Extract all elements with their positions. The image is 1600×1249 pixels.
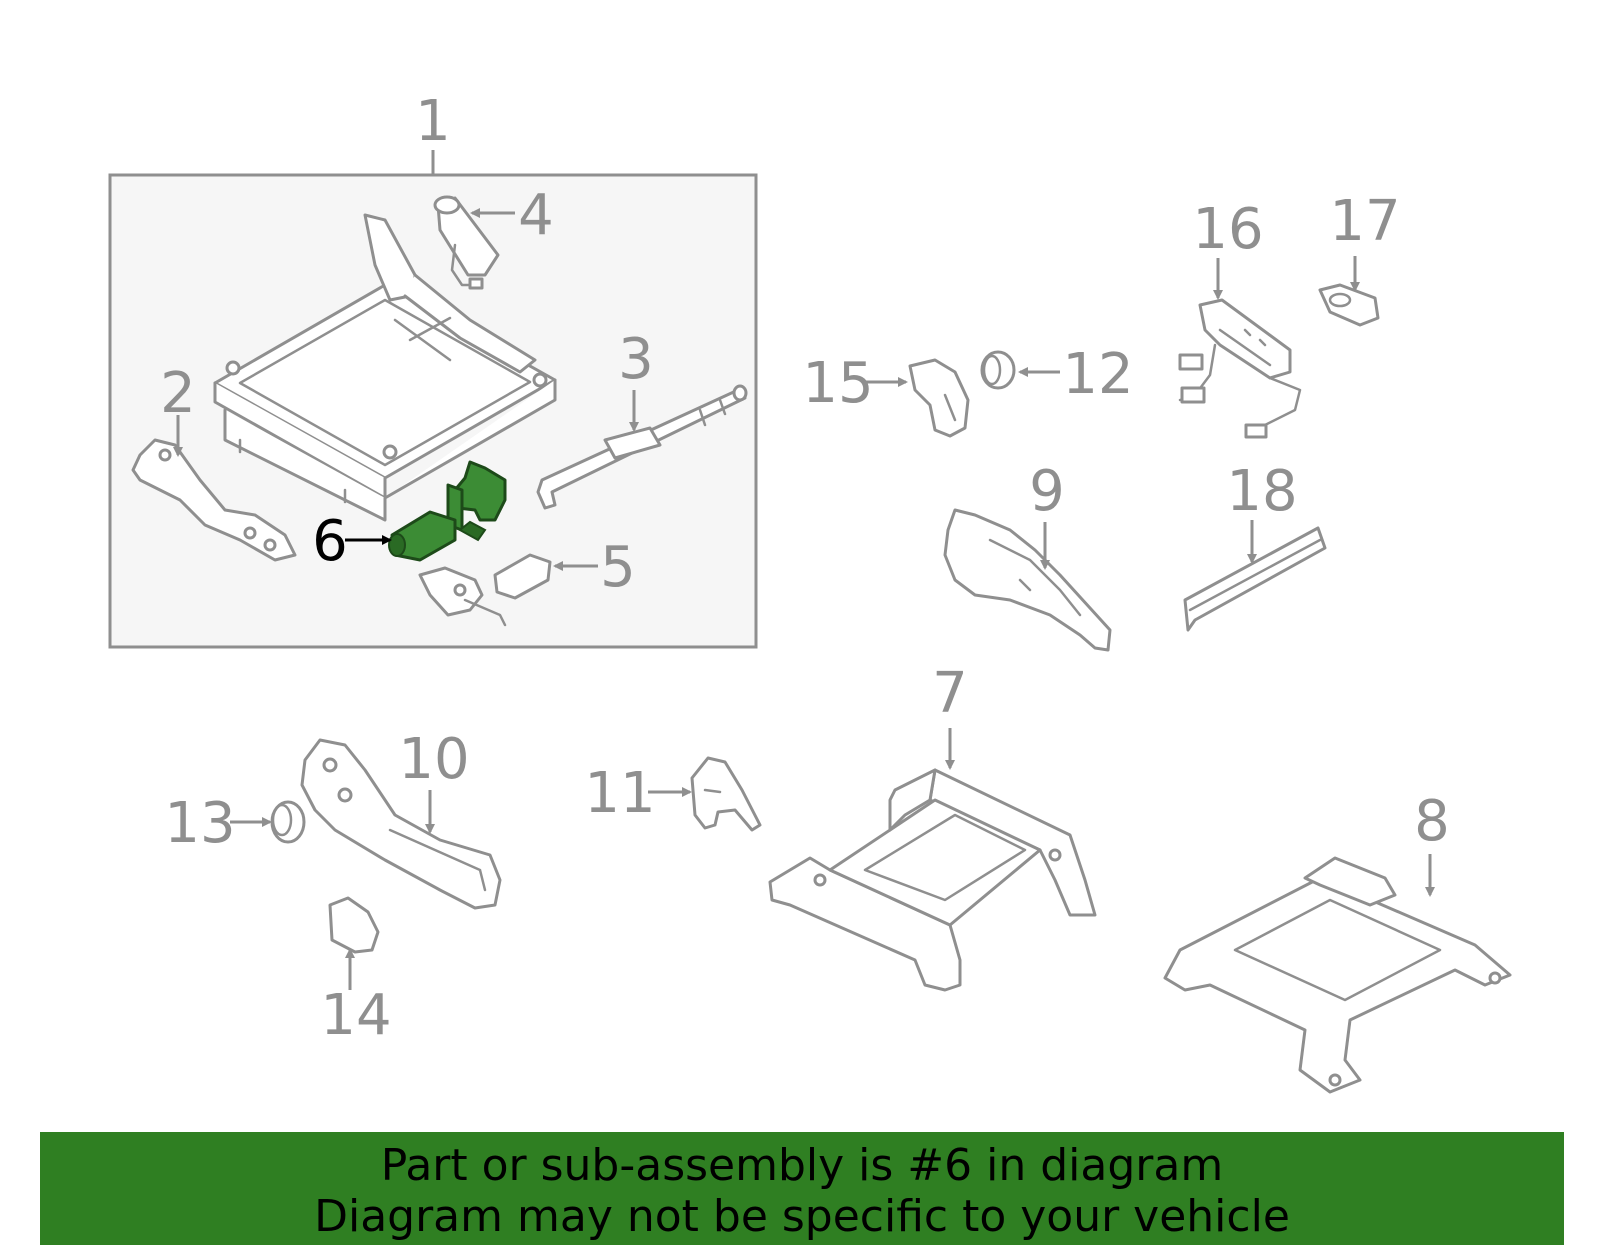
base-part-7 [768,768,1097,992]
callout-1: 1 [415,89,451,154]
callout-4: 4 [518,183,554,248]
callout-3: 3 [618,327,654,392]
callout-7: 7 [932,661,968,726]
callout-2: 2 [160,361,196,426]
callout-18: 18 [1226,459,1297,524]
banner-line-2: Diagram may not be specific to your vehi… [314,1191,1290,1242]
bracket-part-2 [131,438,297,562]
info-banner: Part or sub-assembly is #6 in diagram Di… [40,1132,1564,1245]
callout-6: 6 [312,509,348,574]
callout-15: 15 [802,351,873,416]
knob-part-17 [1318,283,1380,327]
callout-11: 11 [584,761,655,826]
cap-part-12 [980,350,1016,390]
callout-13: 13 [164,791,235,856]
switch-part-16 [1178,298,1302,439]
callout-5: 5 [600,535,636,600]
bracket-part-11 [690,756,762,832]
banner-line-1: Part or sub-assembly is #6 in diagram [380,1140,1224,1191]
trim-part-15 [908,358,970,438]
callout-9: 9 [1029,459,1065,524]
seat-frame-part [213,213,557,522]
shaft-part-3 [536,384,748,510]
callout-14: 14 [320,983,391,1048]
motor-part-4 [433,195,500,290]
actuator-part-5 [418,553,552,627]
callout-16: 16 [1192,197,1263,262]
base-part-8 [1163,856,1512,1094]
motor-part-6-highlighted [388,460,507,562]
callout-17: 17 [1329,189,1400,254]
strip-part-18 [1183,526,1327,632]
cap-part-14 [328,896,380,954]
callout-8: 8 [1414,789,1450,854]
callout-10: 10 [398,727,469,792]
cap-part-13 [270,800,306,844]
callout-12: 12 [1062,342,1133,407]
shield-part-9 [943,508,1112,652]
cover-part-10 [300,738,502,910]
